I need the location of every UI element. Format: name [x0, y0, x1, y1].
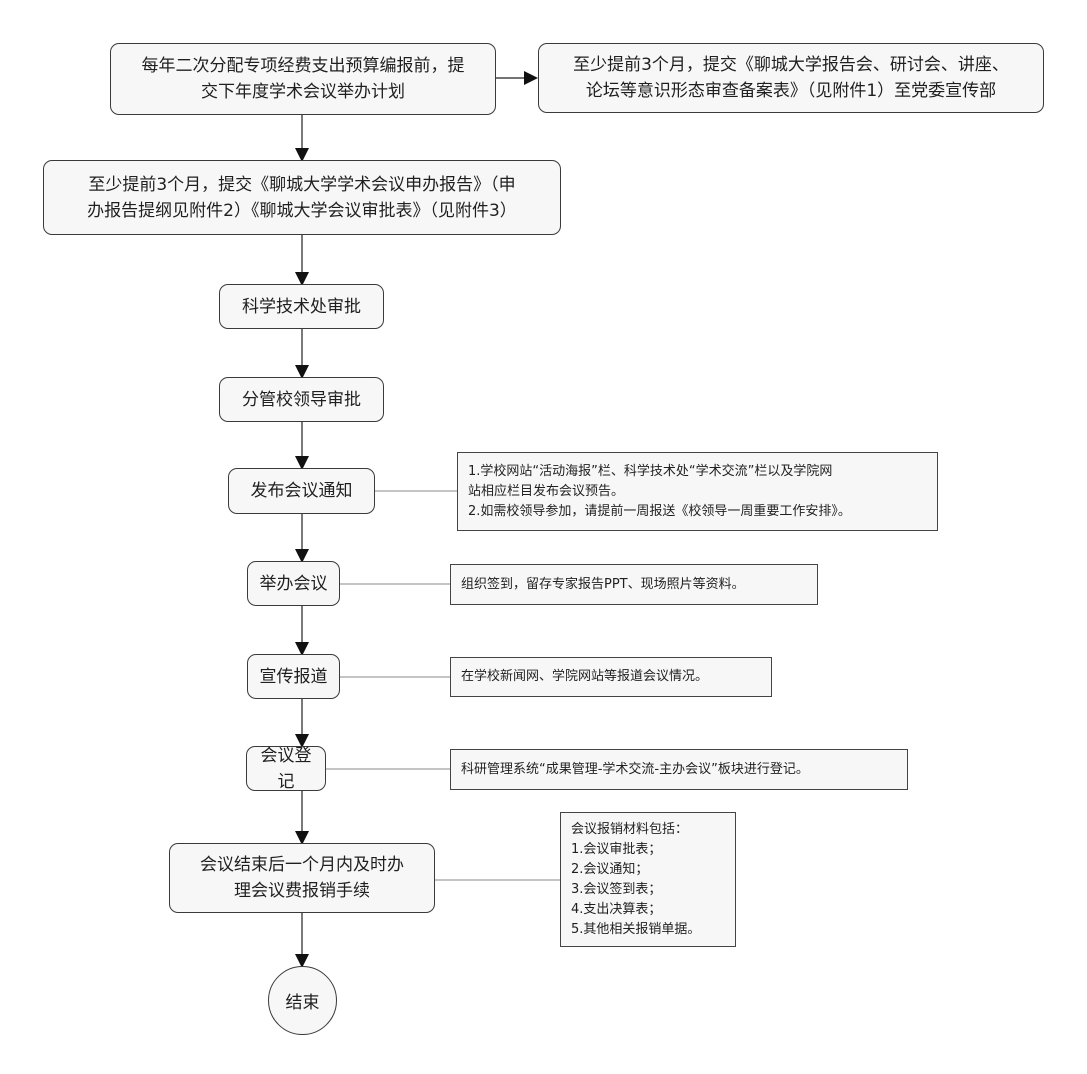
- step-reimburse: 会议结束后一个月内及时办 理会议费报销手续: [169, 843, 435, 913]
- note-reimburse-detail-line: 4.支出决算表；: [571, 901, 662, 917]
- step-reimburse-line: 理会议费报销手续: [234, 881, 370, 901]
- step-apply: 至少提前3个月，提交《聊城大学学术会议申办报告》（申 办报告提纲见附件2）《聊城…: [43, 160, 561, 235]
- step-reimburse-line: 会议结束后一个月内及时办: [200, 855, 404, 875]
- step-apply-line: 办报告提纲见附件2）《聊城大学会议审批表》（见附件3）: [87, 200, 517, 221]
- note-reimburse-detail: 会议报销材料包括： 1.会议审批表； 2.会议通知； 3.会议签到表； 4.支出…: [560, 812, 736, 947]
- step-plan: 每年二次分配专项经费支出预算编报前，提 交下年度学术会议举办计划: [110, 43, 496, 115]
- note-ideology-record: 至少提前3个月，提交《聊城大学报告会、研讨会、讲座、 论坛等意识形态审查备案表》…: [538, 43, 1044, 113]
- note-meeting-detail-line: 组织签到，留存专家报告PPT、现场照片等资料。: [461, 576, 745, 592]
- step-register: 会议登记: [246, 746, 326, 792]
- step-plan-line: 交下年度学术会议举办计划: [201, 82, 405, 102]
- step-sci-approval: 科学技术处审批: [219, 284, 384, 329]
- note-notice-detail-line: 1.学校网站“活动海报”栏、科学技术处“学术交流”栏以及学院网: [468, 463, 833, 479]
- step-register-label: 会议登记: [260, 745, 312, 792]
- end-node: 结束: [268, 966, 337, 1035]
- step-apply-line: 至少提前3个月，提交《聊城大学学术会议申办报告》（申: [88, 174, 516, 195]
- note-reimburse-detail-line: 会议报销材料包括：: [571, 821, 689, 837]
- note-register-detail-line: 科研管理系统“成果管理-学术交流-主办会议”板块进行登记。: [461, 761, 809, 777]
- note-register-detail: 科研管理系统“成果管理-学术交流-主办会议”板块进行登记。: [450, 749, 908, 790]
- note-publicity-detail-line: 在学校新闻网、学院网站等报道会议情况。: [461, 669, 709, 684]
- note-reimburse-detail-line: 3.会议签到表；: [571, 881, 662, 897]
- step-plan-line: 每年二次分配专项经费支出预算编报前，提: [141, 56, 465, 76]
- note-meeting-detail: 组织签到，留存专家报告PPT、现场照片等资料。: [450, 564, 818, 605]
- step-publicity-label: 宣传报道: [259, 666, 328, 687]
- step-leader-approval-label: 分管校领导审批: [242, 389, 361, 410]
- step-sci-approval-label: 科学技术处审批: [242, 296, 361, 317]
- step-publish-notice-label: 发布会议通知: [250, 481, 353, 501]
- note-notice-detail-line: 2.如需校领导参加，请提前一周报送《校领导一周重要工作安排》。: [468, 503, 851, 519]
- note-reimburse-detail-line: 1.会议审批表；: [571, 841, 662, 857]
- note-reimburse-detail-line: 5.其他相关报销单据。: [571, 921, 701, 937]
- step-publicity: 宣传报道: [247, 654, 340, 699]
- step-publish-notice: 发布会议通知: [228, 468, 375, 514]
- note-reimburse-detail-line: 2.会议通知；: [571, 861, 649, 877]
- end-node-label: 结束: [285, 993, 320, 1013]
- step-hold-meeting-label: 举办会议: [259, 573, 328, 594]
- note-publicity-detail: 在学校新闻网、学院网站等报道会议情况。: [450, 657, 772, 697]
- note-notice-detail-line: 站相应栏目发布会议预告。: [468, 483, 625, 499]
- note-notice-detail: 1.学校网站“活动海报”栏、科学技术处“学术交流”栏以及学院网 站相应栏目发布会…: [457, 452, 938, 531]
- step-hold-meeting: 举办会议: [247, 561, 340, 606]
- note-ideology-record-line: 论坛等意识形态审查备案表》（见附件1）至党委宣传部: [585, 81, 997, 101]
- step-leader-approval: 分管校领导审批: [219, 377, 384, 422]
- note-ideology-record-line: 至少提前3个月，提交《聊城大学报告会、研讨会、讲座、: [573, 55, 1009, 75]
